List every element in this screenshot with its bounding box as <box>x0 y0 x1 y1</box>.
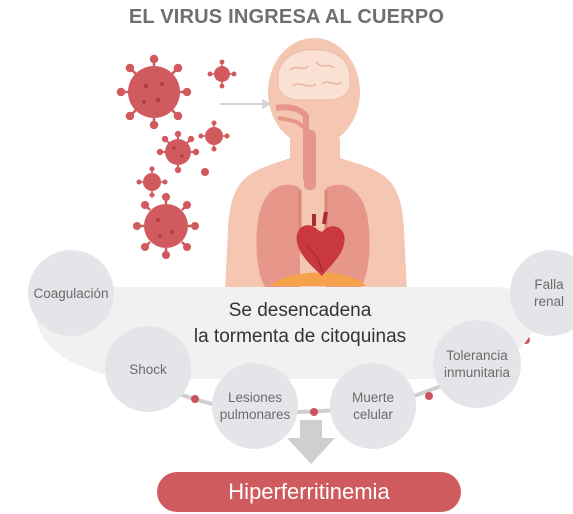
effect-label: Shock <box>129 361 167 377</box>
liver <box>270 272 366 286</box>
virus-small-2 <box>198 120 230 152</box>
effect-tolerancia-inmunitaria: Tolerancia inmunitaria <box>433 320 521 408</box>
virus-small-3 <box>136 166 168 198</box>
virus-small-1 <box>207 59 237 89</box>
effect-label: celular <box>353 407 393 422</box>
virus-large-1 <box>116 54 192 130</box>
effect-label: Muerte <box>351 390 395 405</box>
cytokine-storm-line-2: la tormenta de citoquinas <box>193 326 407 347</box>
effect-lesiones-pulmonares: Lesiones pulmonares <box>212 363 298 449</box>
trachea <box>304 130 316 190</box>
effect-label: Falla <box>534 277 564 292</box>
virus-tiny-1 <box>201 168 209 176</box>
nasal-airway <box>275 104 309 180</box>
effect-label: pulmonares <box>219 407 291 422</box>
diagram-title: EL VIRUS INGRESA AL CUERPO <box>128 6 445 28</box>
effect-label: Lesiones <box>227 390 283 405</box>
virus-medium-1 <box>156 130 200 174</box>
effect-label: inmunitaria <box>443 365 511 380</box>
effect-label: Coagulación <box>33 285 109 301</box>
effect-coagulacion: Coagulación <box>28 250 114 336</box>
cytokine-storm-line-1: Se desencadena <box>228 300 372 321</box>
connector-dot <box>425 392 433 400</box>
effect-shock: Shock <box>105 326 191 412</box>
result-hiperferritinemia: Hiperferritinemia <box>157 472 461 512</box>
effect-label: Tolerancia <box>446 348 508 363</box>
virus-large-2 <box>132 192 200 260</box>
cytokine-storm-label: Se desencadena la tormenta de citoquinas <box>150 298 450 350</box>
down-arrow-icon <box>287 420 335 464</box>
connector-dot <box>191 395 199 403</box>
connector-dot <box>310 408 318 416</box>
effect-label: renal <box>534 294 565 309</box>
effect-falla-renal: Falla renal <box>510 250 573 336</box>
heart <box>296 211 345 276</box>
entry-arrow <box>220 99 272 109</box>
human-body <box>225 38 407 290</box>
brain <box>277 49 351 101</box>
right-lung <box>326 184 370 288</box>
left-lung <box>256 184 300 288</box>
effect-muerte-celular: Muerte celular <box>330 363 416 449</box>
